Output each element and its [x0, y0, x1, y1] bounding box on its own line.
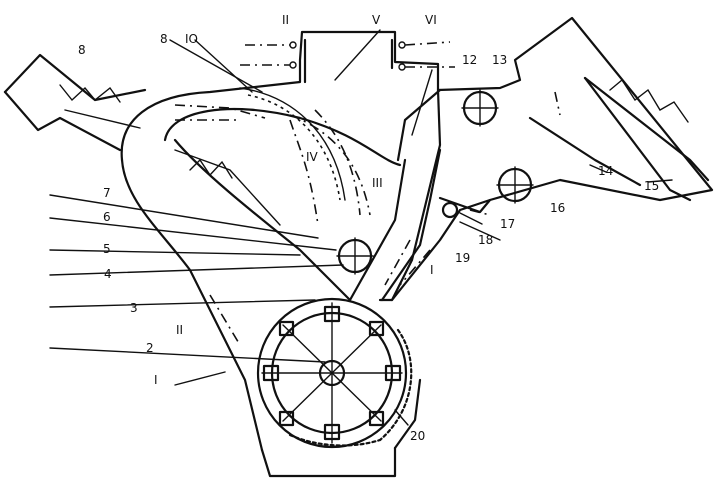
label-5: 5: [103, 242, 111, 256]
feed-roller: [336, 237, 374, 275]
toothed-arc: [288, 328, 413, 447]
label-11-top: II: [282, 13, 289, 27]
right-outlet-duct: [583, 76, 710, 202]
label-7: 7: [103, 186, 111, 200]
label-2: 2: [146, 341, 154, 355]
feed-channel: [163, 108, 402, 302]
label-8-duct: 8: [78, 43, 86, 57]
label-17: 17: [500, 217, 515, 231]
flow-label-v: V: [372, 13, 381, 27]
rotor-drum: [256, 297, 408, 449]
label-12: 12: [462, 53, 477, 67]
label-13: 13: [492, 53, 507, 67]
label-3: 3: [130, 301, 138, 315]
leader-lines: [49, 29, 673, 426]
label-11-left: II: [176, 323, 183, 337]
flow-label-i: I: [430, 263, 434, 277]
label-20: 20: [410, 429, 425, 443]
machine-housing: [120, 16, 714, 478]
flow-arrows: [174, 41, 561, 346]
flow-label-vi: VI: [425, 13, 437, 27]
gear-17: [441, 201, 459, 219]
label-6: 6: [103, 210, 111, 224]
label-8-top: 8: [160, 32, 168, 46]
fan-13: [461, 89, 499, 127]
flow-label-iii: III: [372, 176, 383, 190]
label-19: 19: [455, 251, 470, 265]
left-inlet-duct: [3, 53, 147, 152]
label-18: 18: [478, 233, 493, 247]
label-1: I: [154, 373, 158, 387]
label-14: 14: [598, 164, 613, 178]
label-15: 15: [644, 179, 659, 193]
label-16: 16: [550, 201, 565, 215]
fan-16: [496, 166, 534, 204]
screen-sieve: [239, 87, 346, 201]
label-10: IO: [185, 32, 198, 46]
label-4: 4: [104, 267, 112, 281]
part-labels: I 2 3 4 5 6 7 8 8 IO II II 12 13 14 15 1…: [78, 13, 659, 443]
flow-label-iv: IV: [306, 150, 319, 164]
